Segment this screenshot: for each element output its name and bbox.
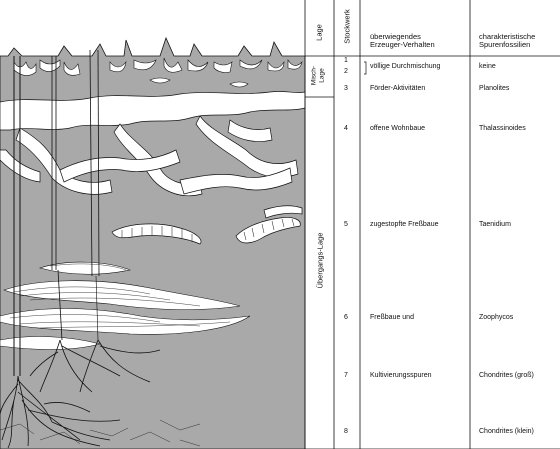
spur-4: Thalassinoides — [479, 125, 526, 132]
spur-5: Taenidium — [479, 221, 511, 228]
zoophycos-spreiten — [0, 261, 251, 350]
vertical-shafts — [13, 49, 100, 376]
stockwerk-1: 1 — [344, 57, 348, 64]
spuren-header-1: charakteristische — [479, 32, 536, 41]
uebergangs-lage-label: Übergangs-Lage — [315, 232, 325, 289]
spur-1: keine — [479, 63, 496, 70]
stockwerk-7: 7 — [344, 372, 348, 379]
verhalten-6: Freßbaue und — [370, 314, 414, 321]
taenidium-burrows — [111, 205, 303, 245]
verhalten-5: zugestopfte Freßbaue — [370, 221, 439, 228]
verhalten-7: Kultivierungsspuren — [370, 372, 432, 379]
verhalten-header-1: überwiegendes — [370, 32, 421, 41]
spur-6: Zoophycos — [479, 314, 514, 321]
spuren-header-2: Spurenfossilien — [479, 40, 531, 49]
stockwerk-bracket — [364, 61, 367, 75]
table-frame — [304, 0, 560, 449]
spur-3: Planolites — [479, 85, 510, 92]
stockwerk-2: 2 — [344, 68, 348, 75]
planolites-burrows — [149, 77, 249, 88]
chondrites-fine — [0, 419, 201, 447]
stockwerk-3: 3 — [344, 85, 348, 92]
stockwerk-8: 8 — [344, 428, 348, 435]
stockwerk-4: 4 — [344, 125, 348, 132]
misch-lage-label-2: Lage — [318, 68, 326, 83]
verhalten-header-2: Erzeuger-Verhalten — [370, 40, 435, 49]
stockwerk-5: 5 — [344, 221, 348, 228]
verhalten-3: Förder-Aktivitäten — [370, 85, 426, 92]
stockwerk-header: Stockwerk — [342, 9, 352, 44]
misch-lage-label-1: Misch- — [310, 65, 318, 86]
verhalten-4: offene Wohnbaue — [370, 125, 426, 132]
stockwerk-6: 6 — [344, 314, 348, 321]
mixed-layer-burrows — [13, 57, 303, 76]
chondrites-branches — [0, 339, 161, 449]
spur-8: Chondrites (klein) — [479, 428, 534, 435]
lage-header: Lage — [314, 24, 324, 41]
verhalten-1: völlige Durchmischung — [370, 63, 441, 70]
thalassinoides-network — [0, 91, 306, 197]
spur-7: Chondrites (groß) — [479, 372, 534, 379]
